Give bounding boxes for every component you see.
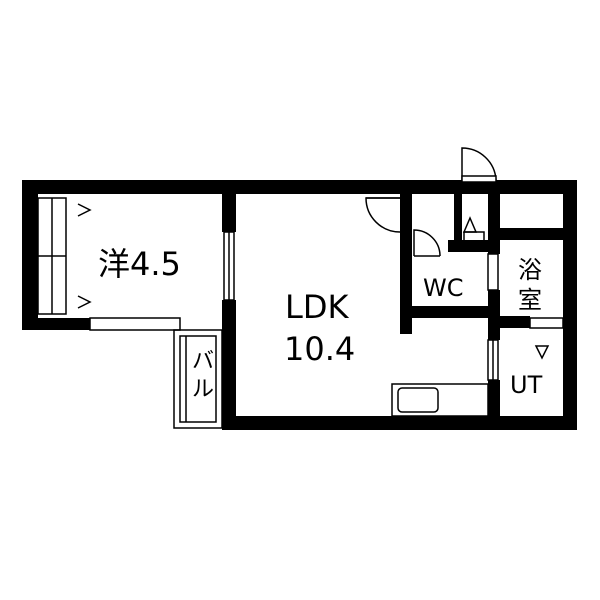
door-bath-ut bbox=[529, 317, 564, 329]
door-wc bbox=[413, 229, 441, 257]
kitchen-counter bbox=[391, 383, 489, 417]
ut-label: UT bbox=[510, 371, 543, 399]
window-western bbox=[37, 197, 92, 315]
door-wc-hall bbox=[487, 253, 499, 291]
balcony-label-2: ル bbox=[192, 377, 214, 402]
entrance-door bbox=[461, 147, 497, 183]
balcony bbox=[173, 329, 223, 429]
door-hall-ldk bbox=[365, 197, 401, 233]
interior-walls bbox=[222, 180, 563, 430]
western-south-opening bbox=[89, 317, 181, 331]
ldk-area-label: 10.4 bbox=[284, 330, 355, 368]
bath-label-1: 浴 bbox=[518, 256, 542, 284]
ldk-label: LDK bbox=[285, 288, 349, 326]
western-room-label: 洋4.5 bbox=[98, 245, 181, 283]
bath-label-2: 室 bbox=[518, 286, 542, 314]
sliding-door-western-ldk bbox=[223, 231, 235, 301]
door-ut-ldk bbox=[487, 339, 499, 381]
hall-markers bbox=[462, 216, 550, 360]
outer-walls bbox=[22, 180, 577, 430]
wc-label: WC bbox=[423, 274, 464, 302]
balcony-label-1: バ bbox=[192, 349, 214, 374]
